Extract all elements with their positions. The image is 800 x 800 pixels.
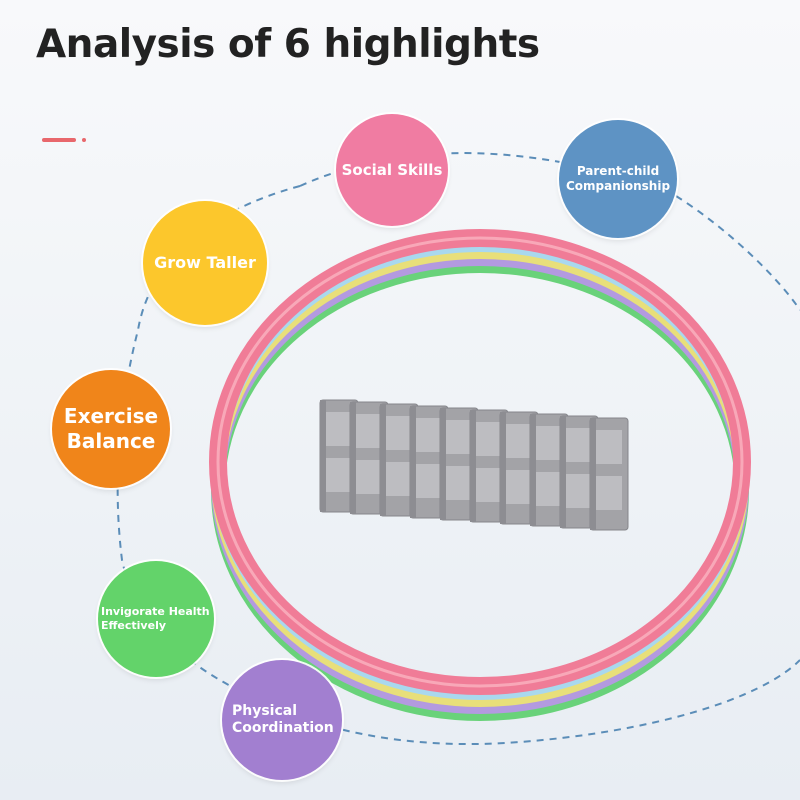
connector-block [499,411,539,525]
connector-block [439,407,479,521]
highlight-parent-child-companionship: Parent-child Companionship [559,120,677,238]
accent-line [42,138,76,142]
connector-block [529,413,569,527]
connector-block [559,415,599,529]
page-title: Analysis of 6 highlights [36,22,540,67]
highlight-grow-taller: Grow Taller [143,201,267,325]
highlight-label: Invigorate Health Effectively [101,605,210,632]
connector-block [379,403,419,517]
connector-block [469,409,509,523]
highlight-label: Social Skills [341,160,443,179]
highlight-label: Physical Coordination [232,702,334,737]
highlight-label: Grow Taller [154,253,256,272]
connector-row [319,399,629,531]
connector-block [349,401,389,515]
connector-block [409,405,449,519]
highlight-invigorate-health: Invigorate Health Effectively [98,561,214,677]
hoop-highlight [216,236,744,688]
connector-block [589,417,629,531]
highlight-label: Exercise Balance [63,404,159,453]
accent-dot [82,138,86,142]
highlight-physical-coordination: Physical Coordination [222,660,342,780]
highlight-exercise-balance: Exercise Balance [52,370,170,488]
dashed-orbit-right [675,195,800,311]
highlight-label: Parent-child Companionship [565,164,671,193]
hoop-stack [209,229,751,721]
highlight-social-skills: Social Skills [336,114,448,226]
